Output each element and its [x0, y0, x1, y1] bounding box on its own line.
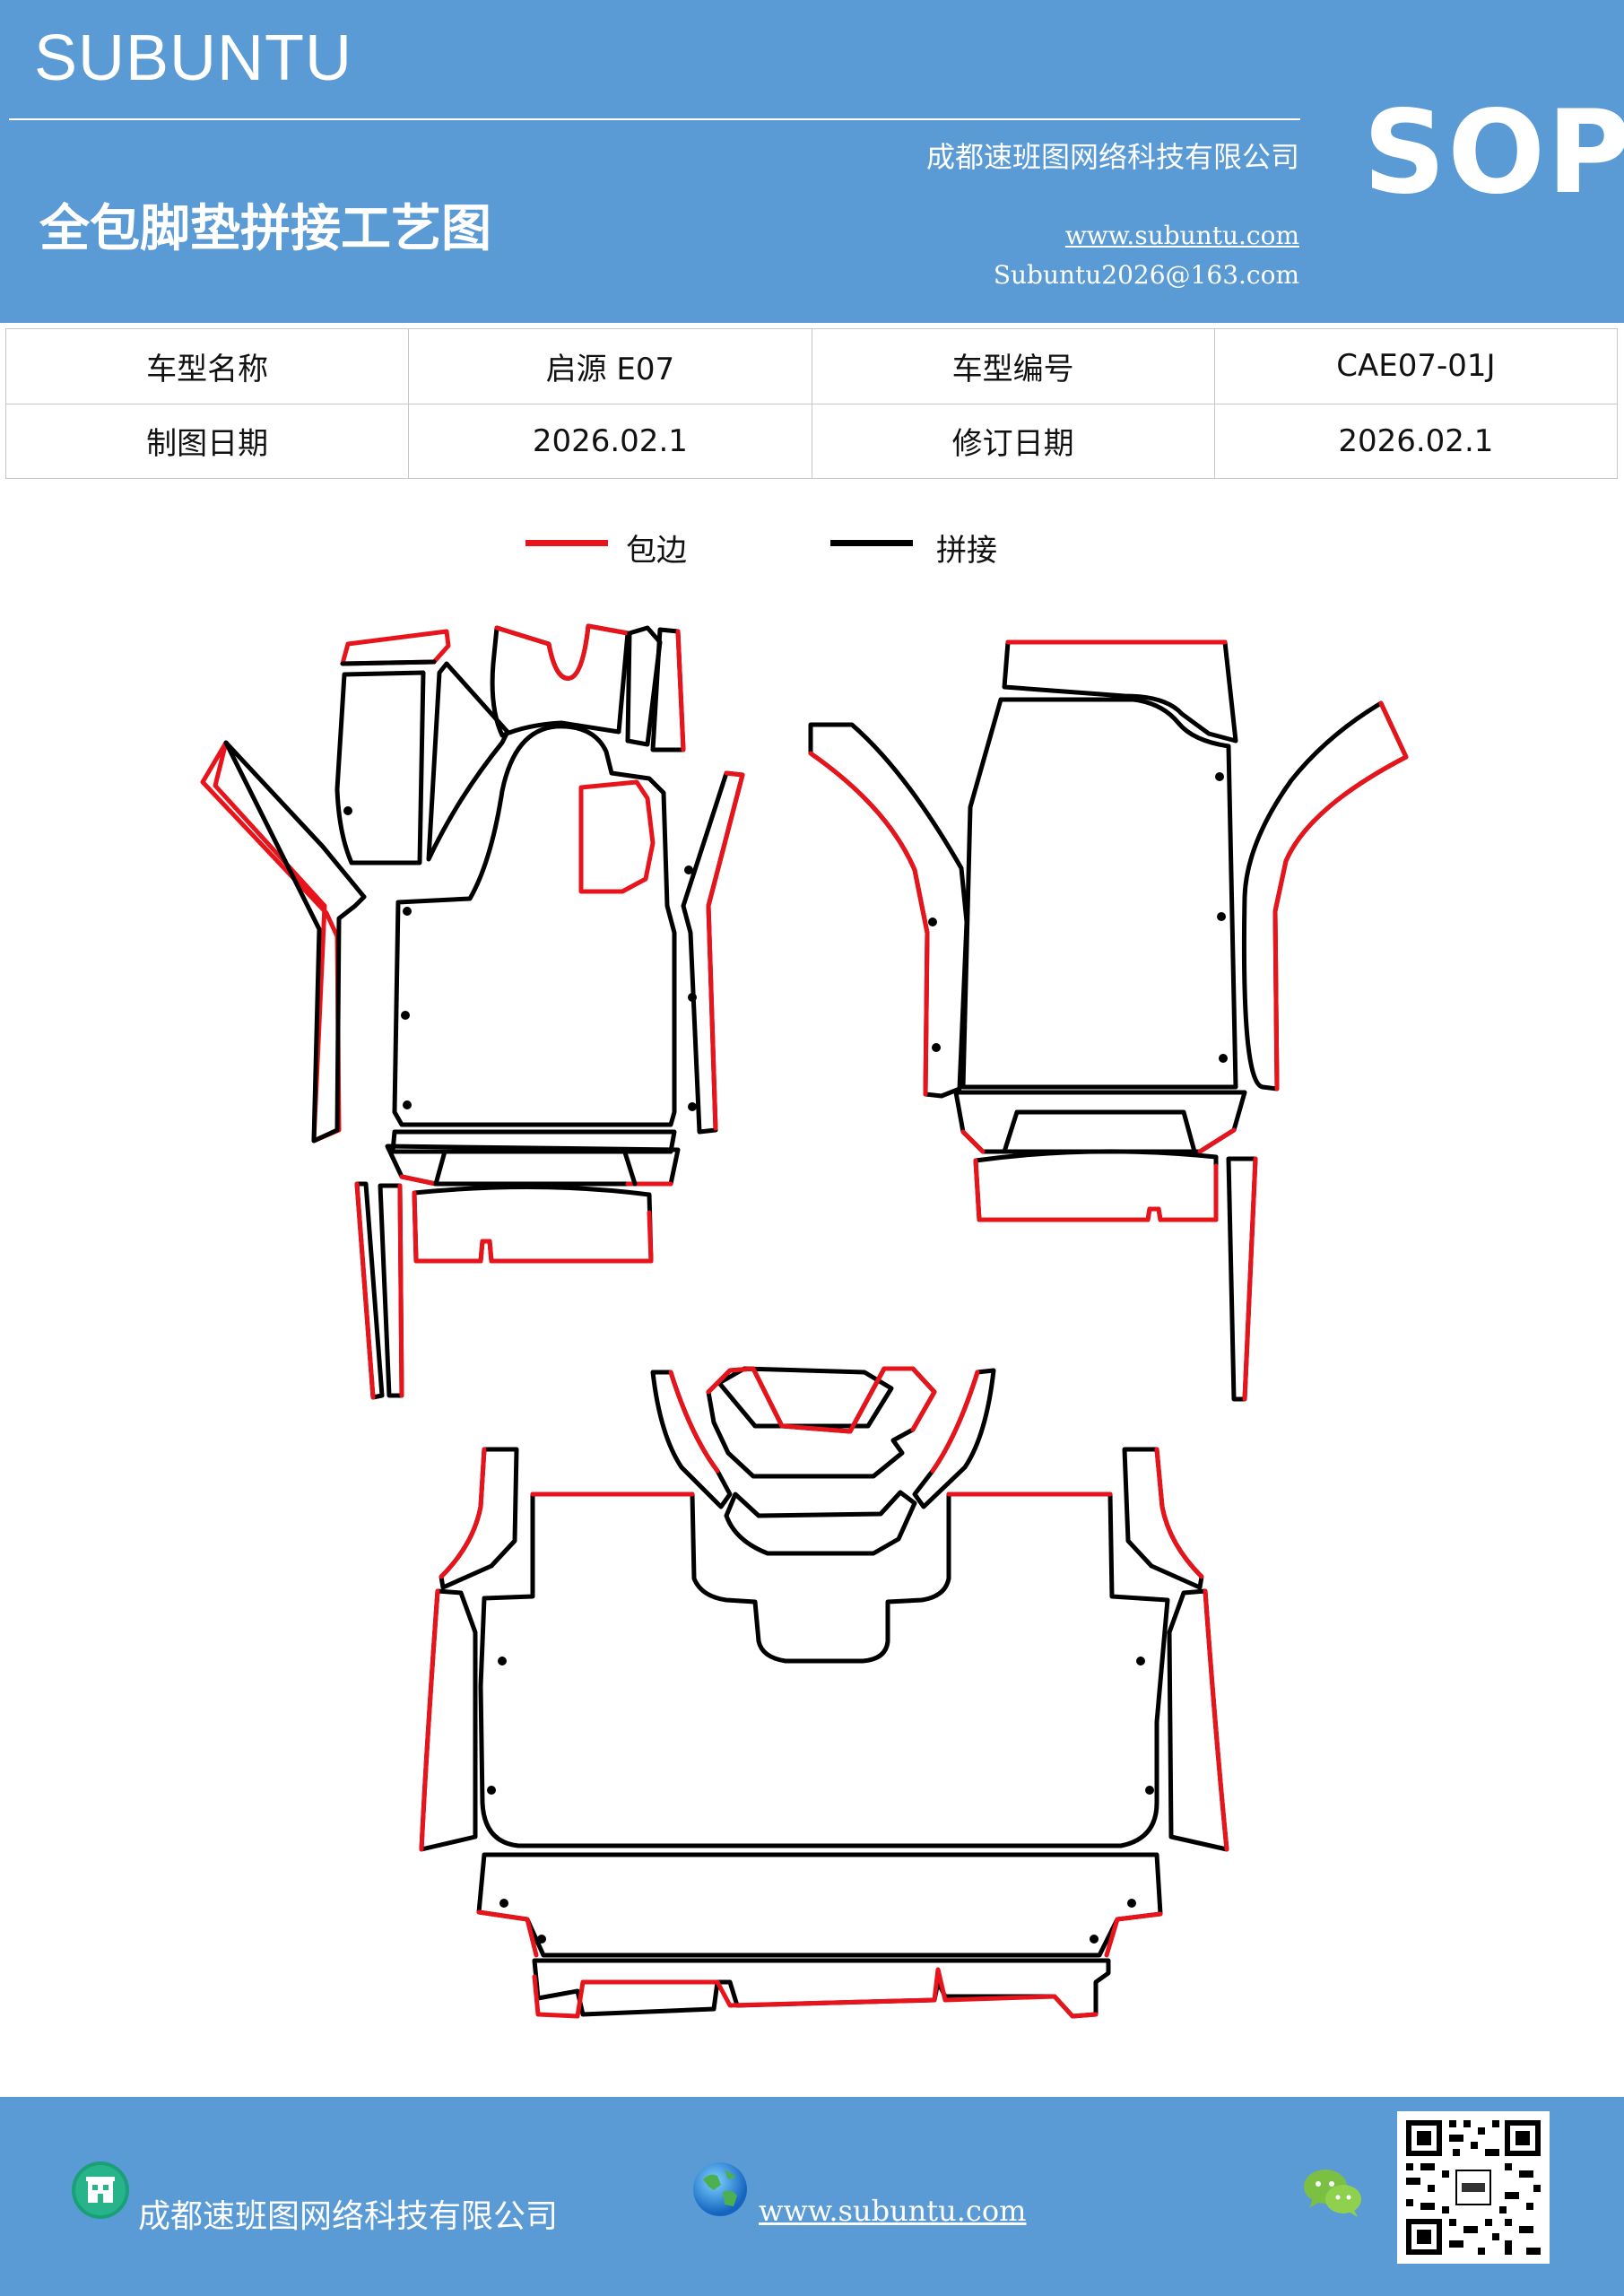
company-name: 成都速班图网络科技有限公司	[925, 140, 1299, 174]
draw-date-value: 2026.02.1	[408, 403, 812, 479]
footer-company-name: 成都速班图网络科技有限公司	[138, 2198, 559, 2235]
model-name-value: 启源 E07	[408, 328, 812, 404]
brand-name: SUBUNTU	[34, 22, 353, 94]
legend: 包边 拼接	[0, 520, 1624, 574]
legend-joint-swatch	[830, 540, 913, 546]
left-front-mat-set	[200, 623, 745, 1400]
model-name-label: 车型名称	[4, 328, 410, 404]
wechat-icon[interactable]	[1302, 2167, 1365, 2219]
qr-code	[1397, 2111, 1550, 2264]
model-code-label: 车型编号	[811, 328, 1215, 404]
table-row: 制图日期 2026.02.1 修订日期 2026.02.1	[4, 403, 1619, 479]
building-icon	[72, 2161, 129, 2219]
table-row: 车型名称 启源 E07 车型编号 CAE07-01J	[4, 328, 1619, 404]
right-front-mat-set	[808, 639, 1409, 1402]
footer-website-link[interactable]: www.subuntu.com	[759, 2194, 1027, 2228]
revision-date-value: 2026.02.1	[1213, 403, 1619, 479]
sop-badge: SOP	[1363, 86, 1624, 220]
legend-edging-label: 包边	[626, 533, 687, 569]
info-table: 车型名称 启源 E07 车型编号 CAE07-01J 制图日期 2026.02.…	[4, 328, 1619, 479]
email-address: Subuntu2026@163.com	[993, 260, 1299, 290]
legend-edging-swatch	[525, 540, 608, 546]
mounting-holes	[343, 772, 1228, 1944]
revision-date-label: 修订日期	[811, 403, 1215, 479]
header-divider	[9, 118, 1300, 120]
website-link[interactable]: www.subuntu.com	[1064, 221, 1299, 250]
globe-icon	[693, 2162, 747, 2216]
footer-banner: 成都速班图网络科技有限公司 www.subuntu.com	[0, 2097, 1624, 2296]
document-title: 全包脚垫拼接工艺图	[39, 199, 491, 258]
model-code-value: CAE07-01J	[1213, 328, 1619, 404]
header-banner: SUBUNTU 成都速班图网络科技有限公司 全包脚垫拼接工艺图 www.subu…	[0, 0, 1624, 323]
rear-mat-set	[419, 1366, 1229, 2019]
draw-date-label: 制图日期	[4, 403, 410, 479]
legend-joint-label: 拼接	[936, 533, 997, 569]
